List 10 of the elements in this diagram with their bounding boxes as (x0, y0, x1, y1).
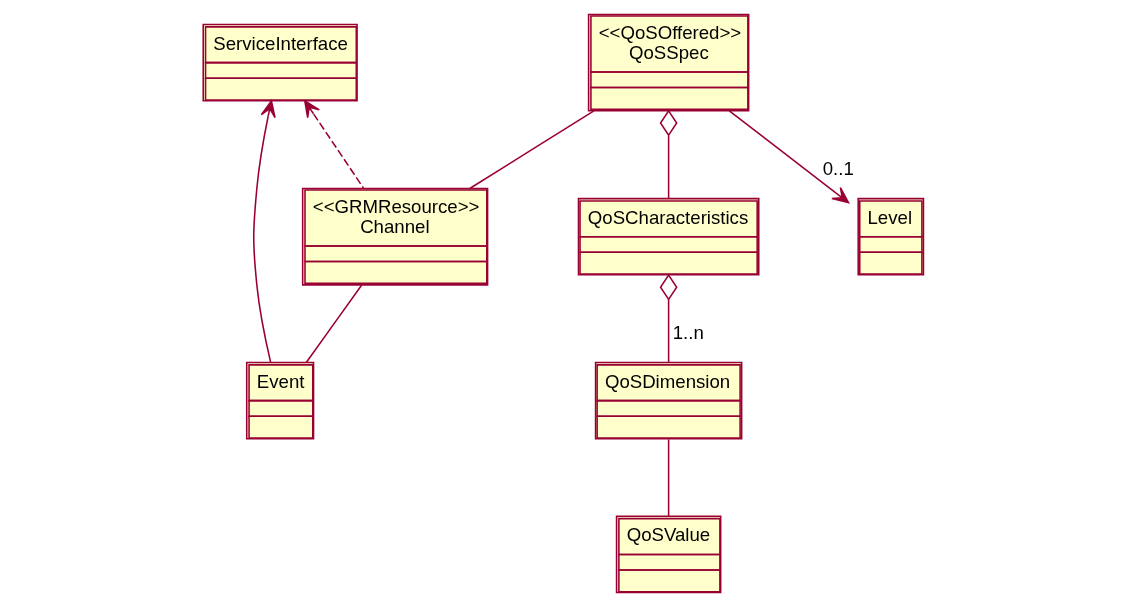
connector (659, 273, 678, 364)
arrow (252, 100, 276, 364)
connector (469, 110, 595, 190)
edge-label: 1..n (672, 322, 704, 344)
arrow (728, 110, 850, 204)
connector (659, 109, 678, 199)
connector (305, 284, 363, 364)
connector (667, 438, 670, 517)
arrow (304, 100, 365, 189)
edge-label: 0..1 (822, 157, 854, 179)
